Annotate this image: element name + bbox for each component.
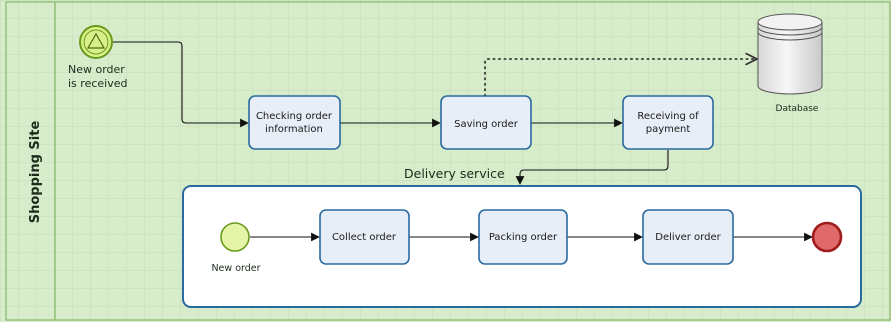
pool-label: Shopping Site [28, 121, 43, 224]
task-collect-order[interactable]: Collect order [319, 209, 410, 265]
task-receiving-payment-line1: Receiving of [637, 111, 699, 122]
task-deliver-order-label: Deliver order [655, 232, 721, 243]
start-event-new-order-received[interactable] [79, 25, 113, 59]
task-deliver-order[interactable]: Deliver order [642, 209, 734, 265]
pool-shopping-site[interactable]: Shopping Site [5, 1, 891, 321]
task-receiving-payment-line2: payment [646, 124, 691, 135]
task-saving-order-label: Saving order [454, 119, 519, 130]
flows [113, 41, 757, 185]
start-event-label-line1: New order [68, 63, 125, 76]
data-store-database[interactable] [757, 13, 823, 95]
signal-triangle-icon [86, 32, 106, 49]
task-checking-order-line1: Checking order [256, 111, 333, 122]
sub-start-event-label: New order [211, 263, 260, 274]
association-saving-to-database [484, 59, 757, 97]
task-collect-order-label: Collect order [332, 232, 397, 243]
task-receiving-payment[interactable]: Receiving of payment [622, 95, 714, 150]
task-checking-order[interactable]: Checking order information [248, 95, 341, 150]
task-packing-order[interactable]: Packing order [478, 209, 568, 265]
subprocess-label: Delivery service [404, 166, 505, 181]
start-event-label-line2: is received [68, 77, 127, 90]
end-event[interactable] [811, 221, 843, 253]
task-saving-order[interactable]: Saving order [440, 95, 532, 150]
task-checking-order-line2: information [265, 124, 323, 135]
flow-start-to-checking [113, 41, 249, 128]
data-store-label: Database [776, 104, 819, 114]
flow-payment-to-delivery [515, 150, 669, 185]
sub-start-event-new-order[interactable] [220, 222, 250, 252]
task-packing-order-label: Packing order [489, 232, 558, 243]
